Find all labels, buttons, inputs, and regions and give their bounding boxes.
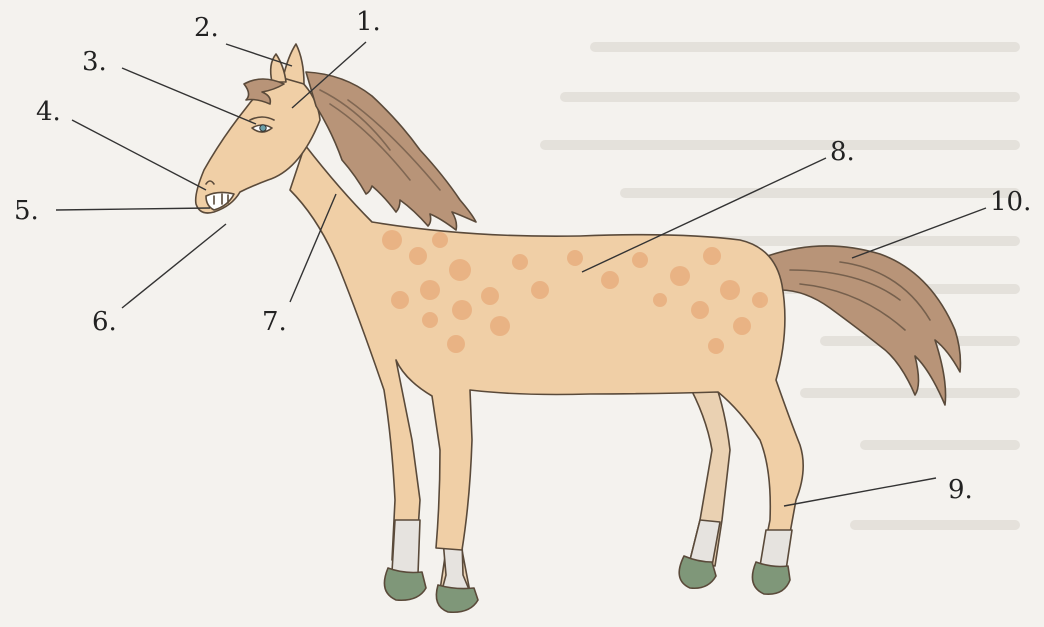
callout-9: 9. — [948, 475, 973, 505]
callout-4: 4. — [36, 97, 61, 127]
leader-3 — [122, 68, 256, 124]
callout-6: 6. — [92, 307, 117, 337]
callout-7: 7. — [262, 307, 287, 337]
leader-9 — [784, 478, 936, 506]
callout-1: 1. — [356, 7, 381, 37]
callout-5: 5. — [14, 196, 39, 226]
callout-8: 8. — [830, 137, 855, 167]
leader-10 — [852, 208, 986, 258]
callout-10: 10. — [990, 187, 1031, 217]
leader-4 — [72, 120, 206, 190]
leader-6 — [122, 224, 226, 308]
leader-2 — [226, 44, 292, 66]
body — [290, 145, 803, 600]
far-legs — [430, 360, 730, 612]
tail — [762, 246, 960, 405]
callout-2: 2. — [194, 13, 219, 43]
callout-3: 3. — [82, 47, 107, 77]
leader-5 — [56, 208, 210, 210]
